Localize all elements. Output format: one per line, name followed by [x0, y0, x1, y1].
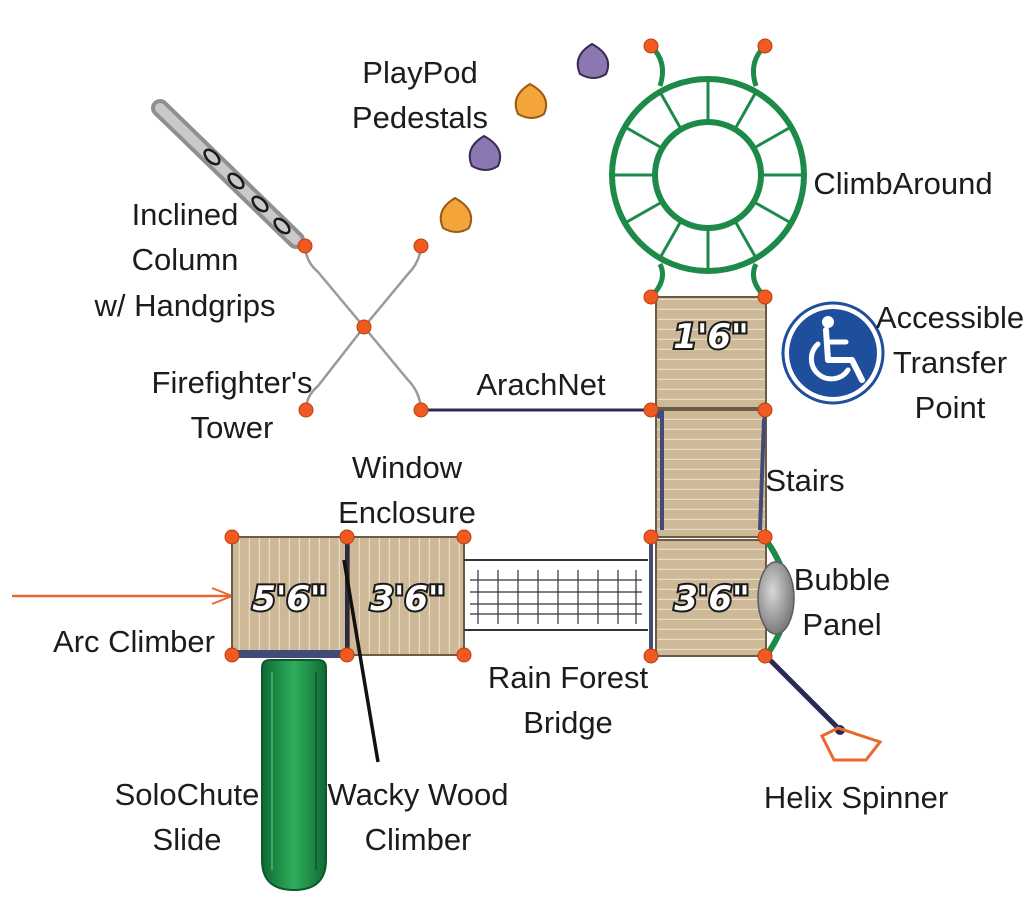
label-inclined-2: Column — [132, 242, 239, 277]
helix-spinner — [764, 654, 883, 762]
label-accessible-3: Point — [915, 390, 986, 425]
deck-3ft6-middle — [348, 536, 465, 656]
label-firefighter-1: Firefighter's — [152, 365, 313, 400]
label-playpod-2: Pedestals — [352, 100, 488, 135]
label-bubble-1: Bubble — [794, 562, 891, 597]
rain-forest-bridge — [464, 559, 648, 631]
pod-purple-lower — [468, 134, 502, 171]
label-rainforest-2: Bridge — [523, 705, 613, 740]
posts — [224, 38, 773, 664]
label-accessible-2: Transfer — [893, 345, 1007, 380]
label-rainforest-1: Rain Forest — [488, 660, 649, 695]
label-arc-climber: Arc Climber — [53, 624, 215, 659]
climbaround — [609, 44, 807, 299]
label-inclined-1: Inclined — [132, 197, 239, 232]
deck-3ft6-right — [649, 539, 767, 657]
pod-orange-lower — [439, 196, 473, 233]
label-bubble-2: Panel — [802, 607, 881, 642]
label-wacky-2: Climber — [365, 822, 472, 857]
wheelchair-icon — [781, 301, 885, 405]
arc-climber — [12, 587, 235, 605]
stairs — [655, 409, 768, 538]
height-label-middle: 3'6" — [370, 579, 445, 619]
label-stairs: Stairs — [765, 463, 844, 498]
label-firefighter-2: Tower — [191, 410, 274, 445]
label-window-1: Window — [352, 450, 463, 485]
pod-orange-upper — [514, 82, 548, 119]
height-label-top: 1'6" — [673, 317, 748, 357]
wacky-wood-pointer — [342, 559, 380, 763]
label-climbaround: ClimbAround — [813, 166, 992, 201]
label-accessible-1: Accessible — [876, 300, 1024, 335]
label-solochute-2: Slide — [153, 822, 222, 857]
label-window-2: Enclosure — [338, 495, 476, 530]
bubble-panel — [757, 538, 795, 658]
label-helix: Helix Spinner — [764, 780, 948, 815]
height-label-right: 3'6" — [674, 579, 749, 619]
label-playpod-1: PlayPod — [362, 55, 477, 90]
label-arachnet: ArachNet — [476, 367, 606, 402]
height-label-left: 5'6" — [252, 579, 327, 619]
label-solochute-1: SoloChute — [115, 777, 260, 812]
playpod-pedestals — [439, 42, 610, 233]
pod-purple-top — [576, 42, 610, 79]
deck-1ft6 — [655, 296, 767, 409]
label-wacky-1: Wacky Wood — [328, 777, 509, 812]
label-inclined-3: w/ Handgrips — [94, 288, 276, 323]
deck-5ft6 — [231, 536, 348, 658]
inclined-column — [151, 99, 305, 249]
solochute-slide — [261, 659, 327, 892]
